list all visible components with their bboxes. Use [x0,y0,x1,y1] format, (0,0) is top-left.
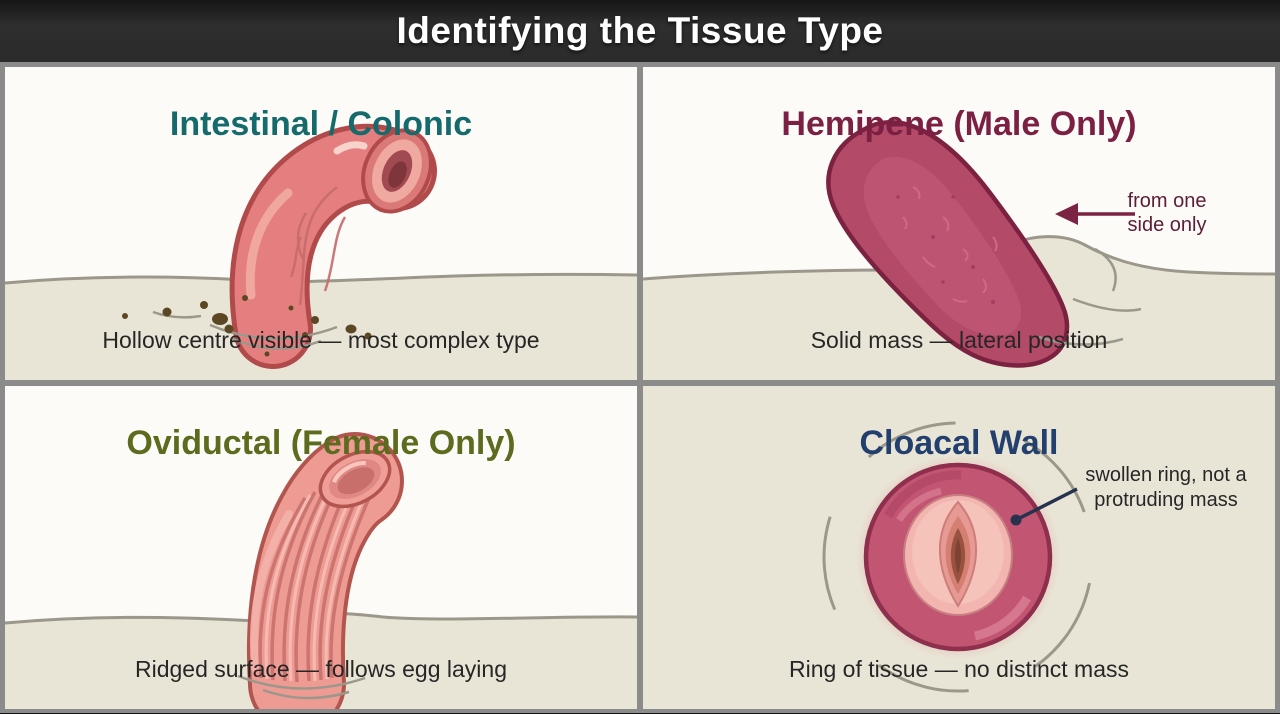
debris-specks [122,295,372,357]
panel-title-intestinal: Intestinal / Colonic [169,105,473,144]
panel-intestinal: Intestinal / Colonic [5,67,637,380]
hemipene-inner-shade [863,156,1021,336]
caption-hemipene: Solid mass — lateral position [810,327,1108,353]
hollow-opening [361,128,433,214]
vent-dip-lines [237,674,366,700]
page-title: Identifying the Tissue Type [396,10,884,51]
ring-shade [884,470,962,519]
ring-highlight-tl [896,487,942,523]
tube-highlight [249,510,293,672]
caption-oviductal: Ridged surface — follows egg laying [134,656,508,682]
hemipene-texture [902,186,998,303]
ground-fill [5,274,637,380]
hemipene-speckles [896,195,995,304]
arrow-left-icon [1055,203,1135,225]
leader-line [1010,487,1078,526]
title-bar: Identifying the Tissue Type [0,0,1280,62]
cloacal-ring-illustration [822,421,1094,693]
tube-highlight [245,188,293,300]
quadrant-grid: Intestinal / Colonic [0,62,1280,713]
panel-title-cloacal: Cloacal Wall [859,424,1059,463]
vent-dip-lines [152,310,338,350]
panel-oviductal: Oviductal (Female Only) [5,386,637,709]
hemipene-illustration [643,120,1275,380]
tube-veins [289,186,347,306]
tube-opening [318,449,392,509]
tube-ridges-dark [258,481,371,683]
tube-ridges-light [264,482,367,682]
caption-intestinal: Hollow centre visible — most complex typ… [102,327,540,353]
ground-line [5,272,637,285]
tube-shine [333,141,368,155]
panel-title-hemipene: Hemipene (Male Only) [781,105,1137,144]
panel-cloacal: Cloacal Wall [643,386,1275,709]
annotation-cloacal: swollen ring, not a protruding mass [1085,464,1247,511]
panel-hemipene: Hemipene (Male Only) [643,67,1275,380]
vent-fold-lines [1038,247,1142,346]
oviduct-illustration [5,432,637,709]
intestinal-tube-illustration [5,123,637,380]
halo-arcs [822,421,1094,693]
annotation-hemipene: from one side only [1127,190,1207,236]
caption-cloacal: Ring of tissue — no distinct mass [788,656,1130,682]
panel-title-oviductal: Oviductal (Female Only) [126,424,516,463]
ring-highlight-br [973,595,1031,641]
